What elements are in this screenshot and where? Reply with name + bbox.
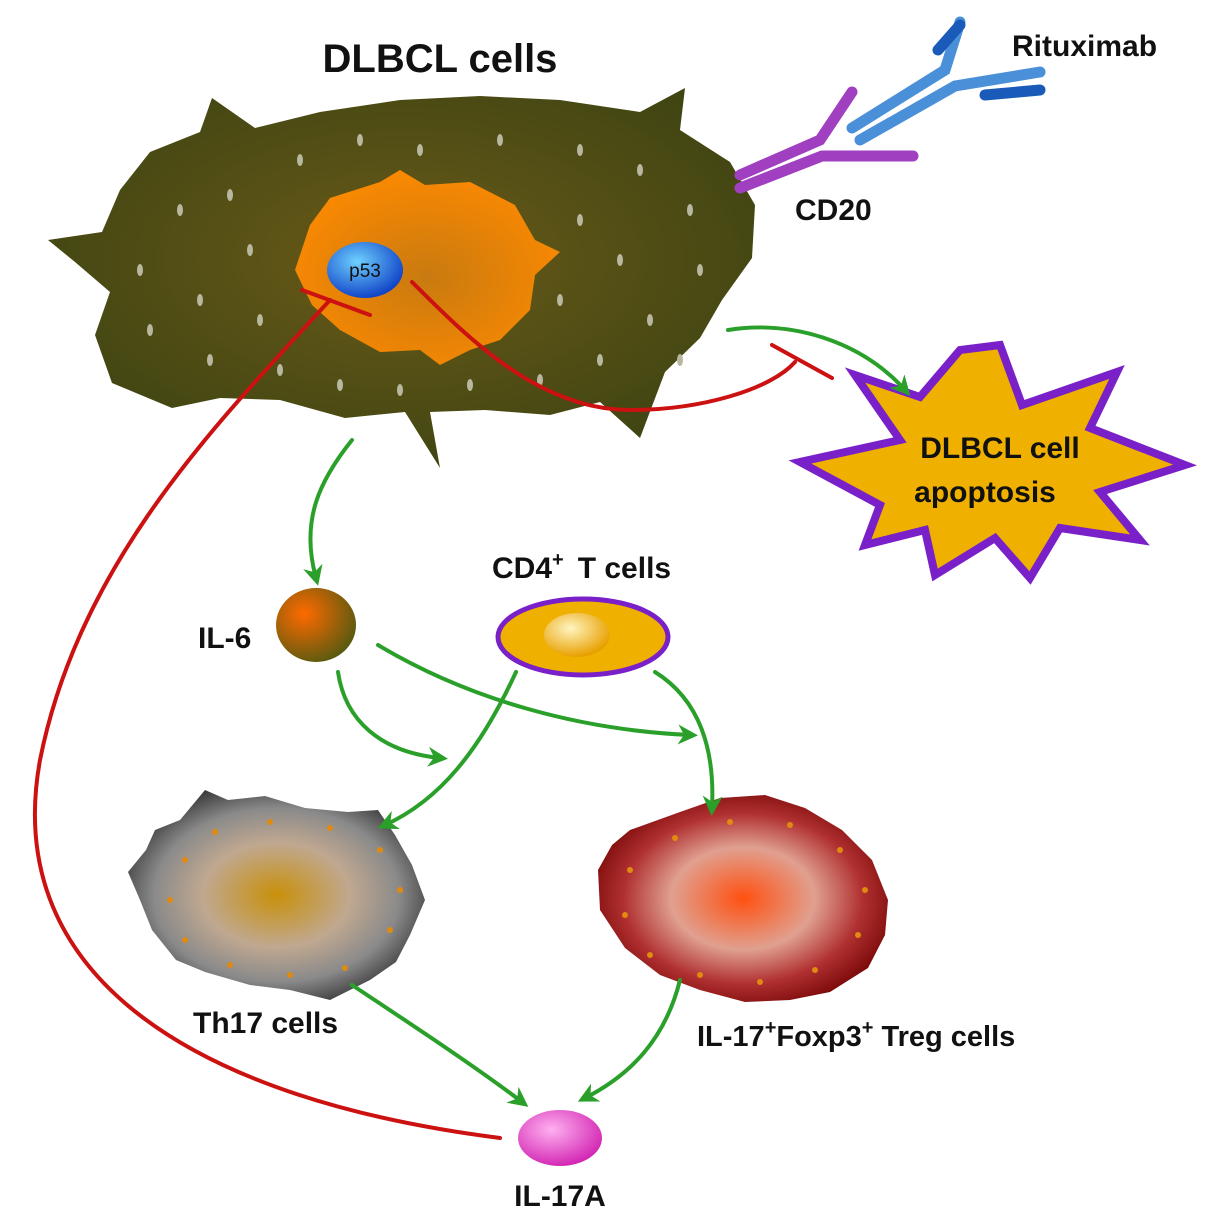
inhibition-lines	[33, 280, 834, 1140]
apoptosis-label-line2: apoptosis	[914, 476, 1056, 509]
th17-granules	[167, 819, 403, 978]
cd20-receptor	[734, 86, 919, 194]
il6-label: IL-6	[198, 622, 251, 655]
cd4-t-cell-nucleus	[544, 613, 610, 657]
arrow-treg-to-il17a	[577, 978, 682, 1102]
activation-arrows	[303, 325, 911, 1107]
diagram-title: DLBCL cells	[323, 37, 558, 81]
dlbcl-cell-granules	[137, 134, 703, 396]
p53-label: p53	[349, 261, 381, 282]
apoptosis-label-line1: DLBCL cell	[920, 432, 1079, 465]
treg-granules	[622, 819, 868, 985]
arrow-il6-to-treg	[376, 643, 698, 745]
inhibition-il17a-to-p53	[33, 298, 502, 1140]
il6-cytokine	[276, 588, 356, 662]
cd20-label: CD20	[795, 194, 872, 227]
th17-label: Th17 cells	[193, 1007, 338, 1040]
cd4-label: CD4+T cells	[492, 549, 671, 585]
il17a-cytokine	[518, 1110, 602, 1166]
arrow-th17-to-il17a	[350, 983, 529, 1107]
arrow-cd4-to-treg	[653, 670, 723, 816]
inhibition-p53-to-apoptosis	[410, 280, 797, 413]
inhibition-bar-p53	[300, 288, 372, 317]
il17a-label: IL-17A	[514, 1180, 606, 1213]
treg-label: IL-17+Foxp3+Treg cells	[697, 1017, 1015, 1053]
p53-protein	[327, 242, 403, 298]
inhibition-bar-apoptosis	[770, 343, 834, 380]
arrow-dlbcl-to-il6	[303, 438, 354, 586]
arrow-cd20-to-apoptosis	[726, 325, 911, 396]
treg-cell	[598, 795, 888, 1002]
rituximab-label: Rituximab	[1012, 30, 1157, 63]
arrow-cd4-to-th17	[377, 670, 518, 830]
rituximab-antibody	[846, 16, 1046, 146]
th17-cell	[128, 790, 425, 1000]
dlbcl-nucleus	[295, 170, 560, 365]
apoptosis-starburst	[788, 340, 1198, 585]
arrow-il6-to-th17	[336, 670, 448, 767]
